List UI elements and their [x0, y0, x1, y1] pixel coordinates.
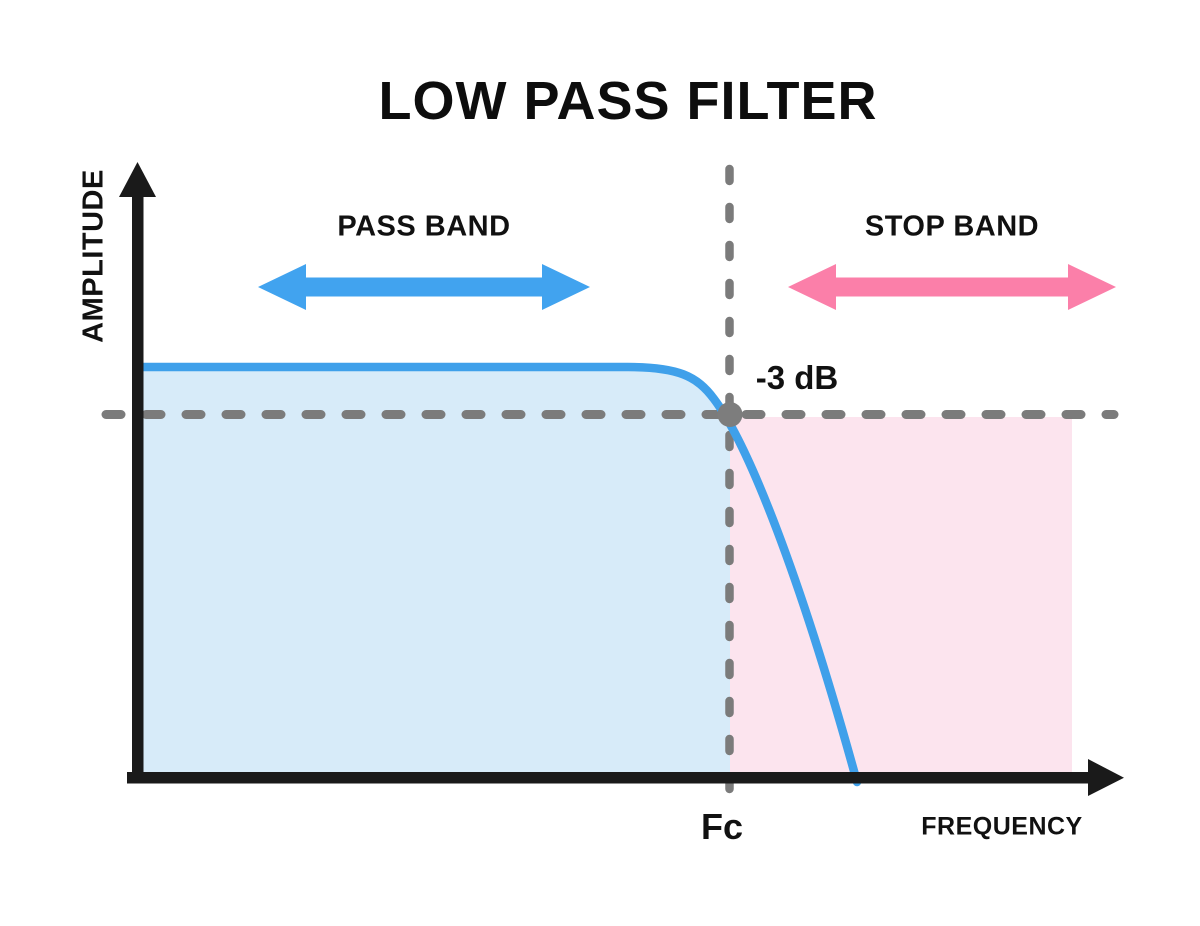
pass-band-label: PASS BAND	[337, 210, 511, 243]
x-axis-line	[127, 772, 1092, 784]
cutoff-frequency-tick-label: Fc	[700, 806, 744, 847]
x-axis-arrowhead-icon	[1088, 759, 1124, 796]
attenuation-level-label: -3 dB	[755, 359, 839, 396]
response-curve	[138, 362, 862, 787]
y-axis-arrowhead-icon	[119, 162, 156, 197]
stop-band-label: STOP BAND	[864, 210, 1040, 243]
stop-band-arrow-icon	[788, 264, 1116, 310]
passband-area	[143, 367, 730, 776]
diagram-title: LOW PASS FILTER	[378, 71, 878, 131]
stopband-area	[730, 417, 1072, 776]
cutoff-point-dot	[717, 402, 743, 427]
y-axis	[119, 162, 156, 783]
x-axis-label: FREQUENCY	[921, 812, 1083, 841]
x-axis	[127, 759, 1124, 796]
y-axis-label: AMPLITUDE	[77, 169, 110, 343]
pass-band-arrow-icon	[258, 264, 590, 310]
y-axis-line	[132, 188, 144, 783]
